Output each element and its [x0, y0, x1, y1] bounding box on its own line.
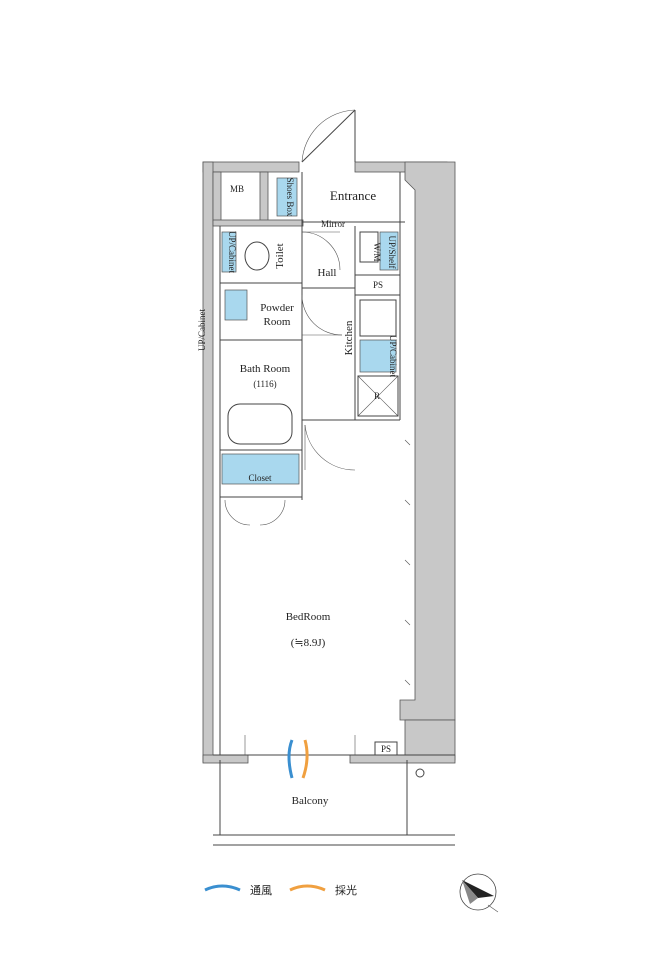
bedroom-size-label: (≒8.9J): [291, 637, 326, 649]
up-cabinet-outer-label: UP/Cabinet: [197, 309, 207, 351]
wm-label: W/M: [372, 243, 382, 262]
room-labels: MB Shoes Box Entrance Mirror Toilet Hall…: [197, 178, 398, 807]
legend-daylight: 採光: [335, 883, 357, 897]
entrance-door: [301, 109, 356, 163]
bath-size-label: (1116): [253, 379, 276, 389]
interior-doors: [224, 231, 356, 755]
ventilation-swatch: [204, 884, 241, 892]
sink: [359, 339, 397, 373]
right-wall-hatching: [404, 439, 411, 686]
kitchen-label: Kitchen: [343, 320, 355, 355]
bathtub: [227, 403, 293, 445]
shoes-box-label: Shoes Box: [285, 178, 295, 217]
daylight-swatch: [289, 884, 326, 892]
shoes-box-fixture: [276, 177, 298, 217]
closet-label: Closet: [248, 473, 272, 483]
balcony-label: Balcony: [292, 795, 329, 807]
ps-balcony-label: PS: [381, 744, 391, 754]
powder-label-2: Room: [264, 316, 291, 328]
powder-label-1: Powder: [260, 302, 294, 314]
hall-label: Hall: [318, 267, 337, 279]
mirror-label: Mirror: [321, 219, 345, 229]
legend-ventilation: 通風: [250, 884, 272, 897]
toilet-label: Toilet: [274, 243, 286, 269]
fixtures: [221, 177, 425, 778]
washing-machine: [359, 231, 379, 263]
entrance-label: Entrance: [330, 188, 376, 203]
refrigerator-label: R: [374, 391, 380, 401]
mb-label: MB: [230, 184, 244, 194]
legend: 通風 採光: [204, 883, 357, 897]
up-cabinet-kitchen-label: UP/Cabinet: [388, 335, 398, 377]
up-shelf-label: UP/Shelf: [387, 235, 397, 268]
powder-basin: [224, 289, 248, 321]
toilet-cabinet: [221, 231, 237, 273]
stove: [359, 299, 397, 337]
vent-light-arrows: [287, 739, 309, 779]
up-cabinet-toilet-label: UP/Cabinet: [227, 231, 237, 273]
north-arrow-icon: [459, 873, 499, 913]
ps-balcony: [374, 741, 398, 756]
bath-room-label: Bath Room: [240, 363, 291, 375]
partitions: [213, 172, 455, 846]
ps-label: PS: [373, 280, 383, 290]
closet-fixture: [221, 453, 300, 485]
bedroom-label: BedRoom: [286, 611, 331, 623]
wm-shelf: [379, 231, 399, 271]
toilet-fixture: [244, 241, 270, 271]
